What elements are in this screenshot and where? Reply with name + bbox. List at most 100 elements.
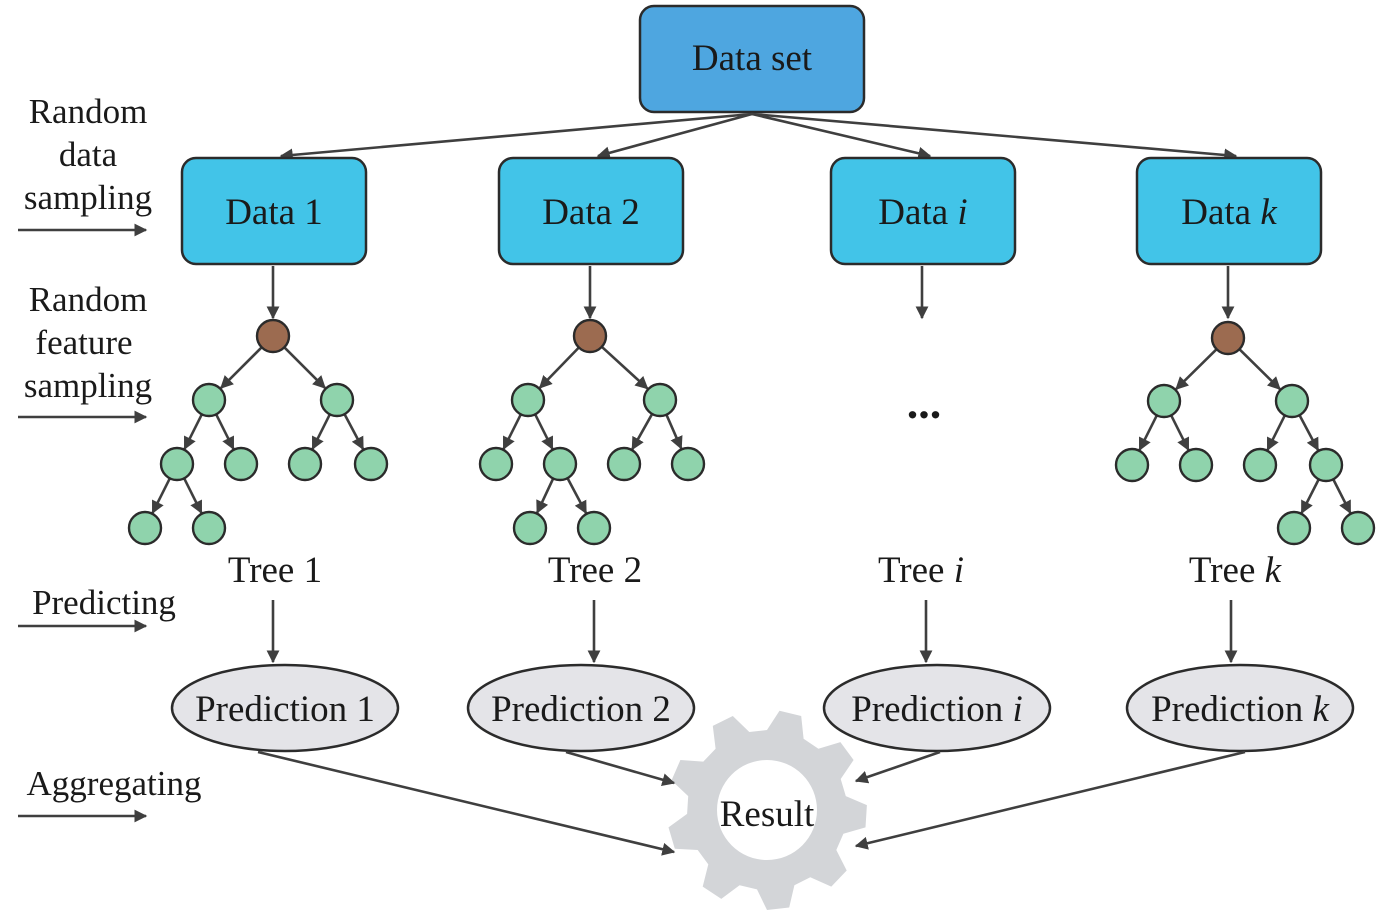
tree-label-text: Tree — [878, 550, 954, 591]
data-box — [180, 156, 368, 266]
tree-edge — [1238, 348, 1281, 391]
tree-node — [1274, 383, 1310, 419]
prediction-ellipse — [1125, 663, 1355, 753]
tree-edge — [1300, 478, 1320, 515]
tree-label: Tree 2 — [548, 550, 642, 591]
decision-tree — [1114, 320, 1376, 546]
tree-node — [510, 382, 546, 418]
stage-label-line: sampling — [24, 178, 152, 217]
tree-edge — [600, 345, 649, 390]
tree-placeholder: ... — [907, 377, 942, 428]
tree-node — [1308, 447, 1344, 483]
tree-label-text: Tree — [1189, 550, 1265, 591]
tree-node — [1114, 447, 1150, 483]
tree-root-node — [572, 318, 608, 354]
tree-edge — [220, 346, 263, 389]
tree-node — [159, 446, 195, 482]
gear-icon — [668, 710, 867, 910]
tree-edge — [214, 413, 235, 450]
stage-label-line: feature — [35, 323, 132, 362]
prediction-index: 2 — [652, 689, 671, 730]
dataset-label: Data set — [692, 38, 813, 79]
tree-edge — [1175, 348, 1218, 391]
prediction-ellipse — [822, 663, 1052, 753]
prediction-label-text: Prediction — [851, 689, 1012, 730]
prediction-label-text: Prediction — [491, 689, 652, 730]
stage-predicting: Predicting — [18, 583, 176, 633]
aggregation-edges — [257, 750, 1246, 856]
tree-node — [512, 510, 548, 546]
tree-edge — [536, 477, 555, 514]
tree-node — [319, 382, 355, 418]
data-index: k — [1260, 192, 1277, 233]
tree-node — [191, 382, 227, 418]
tree-node — [606, 446, 642, 482]
stage-label-line: Random — [29, 92, 148, 131]
tree-node — [191, 510, 227, 546]
tree-edge — [343, 413, 365, 451]
tree-edge — [1266, 414, 1287, 451]
tree-label: Tree k — [1189, 550, 1282, 591]
stage-label-line: Random — [29, 280, 148, 319]
prediction-label-text: Prediction — [195, 689, 356, 730]
tree-label-text: Tree — [548, 550, 624, 591]
tree-edge — [183, 413, 204, 450]
tree-edge — [283, 346, 326, 389]
tree-label: Tree 1 — [228, 550, 322, 591]
tree-label: Tree i — [878, 550, 964, 591]
data-label-text: Data — [225, 192, 304, 233]
column-1: Data 1 Tree 1 Prediction 1 — [127, 156, 400, 753]
tree-node — [1242, 447, 1278, 483]
sampling-arrow — [751, 112, 932, 160]
decision-tree — [127, 318, 389, 546]
data-box — [829, 156, 1017, 266]
tree-index: i — [954, 550, 964, 591]
data-box-label: Data 1 — [225, 192, 323, 233]
data-index: i — [957, 192, 967, 233]
tree-edge — [533, 413, 554, 450]
aggregation-arrow — [854, 750, 941, 784]
data-box-label: Data 2 — [542, 192, 640, 233]
tree-edge — [151, 477, 172, 514]
tree-edge — [665, 414, 683, 450]
data-label-text: Data — [878, 192, 957, 233]
tree-root-node — [255, 318, 291, 354]
tree-edge — [1169, 414, 1190, 451]
tree-node — [576, 510, 612, 546]
tree-node — [1276, 510, 1312, 546]
tree-node — [287, 446, 323, 482]
tree-edge — [1298, 414, 1320, 452]
data-label-text: Data — [1181, 192, 1260, 233]
tree-index: 2 — [624, 550, 643, 591]
prediction-label-text: Prediction — [1151, 689, 1312, 730]
stage-label-line: data — [59, 135, 118, 174]
tree-node — [223, 446, 259, 482]
prediction-index: i — [1013, 689, 1023, 730]
result-label: Result — [720, 794, 815, 835]
tree-edge — [566, 477, 588, 515]
tree-edge — [1332, 478, 1352, 515]
data-box — [1135, 156, 1323, 266]
dataset-box: Data set — [638, 4, 866, 114]
prediction-index: 1 — [356, 689, 375, 730]
tree-node — [670, 446, 706, 482]
data-label-text: Data — [542, 192, 621, 233]
sampling-arrow — [751, 112, 1238, 162]
prediction-label: Prediction 2 — [491, 689, 671, 730]
tree-node — [1178, 447, 1214, 483]
prediction-index: k — [1312, 689, 1329, 730]
data-box-label: Data i — [878, 192, 967, 233]
stage-label-line: sampling — [24, 366, 152, 405]
tree-node — [478, 446, 514, 482]
sampling-arrow — [596, 112, 753, 160]
tree-index: k — [1265, 550, 1282, 591]
tree-node — [1146, 383, 1182, 419]
tree-node — [542, 446, 578, 482]
aggregation-arrow — [257, 750, 676, 856]
